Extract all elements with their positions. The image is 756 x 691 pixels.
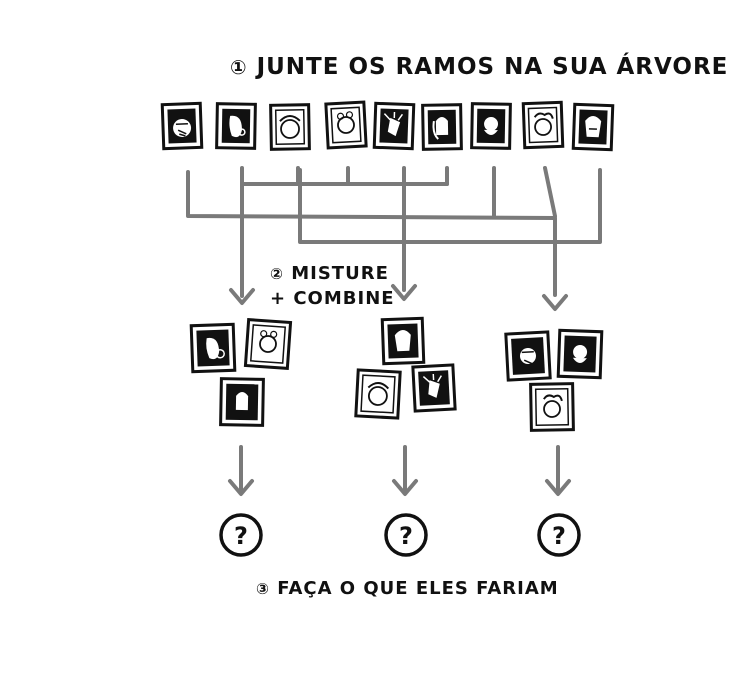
portrait-9 (571, 102, 615, 152)
combined-group-middle (354, 316, 457, 420)
group-middle-portrait-1 (380, 316, 426, 366)
result-circle-1: ? (219, 513, 263, 557)
step-2-line2: + COMBINE (270, 288, 395, 309)
branch-line-c (298, 168, 602, 244)
branch-line-a (186, 170, 557, 297)
portrait-7 (470, 102, 512, 150)
step-3-number: ③ (256, 580, 270, 598)
portrait-6 (421, 103, 463, 151)
step-3-text: FAÇA O QUE ELES FARIAM (277, 578, 559, 599)
result-question-mark-1: ? (234, 522, 248, 550)
result-question-mark-3: ? (552, 522, 566, 550)
left-arrowhead (229, 288, 255, 305)
combined-group-right (504, 328, 604, 432)
group-left-portrait-2 (243, 317, 293, 371)
middle-arrowhead (391, 284, 417, 301)
results-row: ? ? ? (219, 513, 581, 557)
result-question-mark-2: ? (399, 522, 413, 550)
result-circle-3: ? (537, 513, 581, 557)
portrait-3 (269, 103, 311, 151)
group-left-portrait-3 (219, 377, 265, 427)
portrait-2 (215, 102, 257, 150)
group-middle-portrait-2 (354, 368, 402, 420)
combined-group-left (189, 317, 293, 427)
step-1-heading: ① JUNTE OS RAMOS NA SUA ÁRVORE (230, 54, 728, 80)
result-circle-2: ? (384, 513, 428, 557)
group-left-portrait-1 (189, 322, 237, 374)
group-right-portrait-1 (504, 330, 552, 382)
down-arrow-middle (392, 445, 418, 496)
group-right-portrait-3 (529, 382, 575, 432)
step-2-line1: MISTURE (291, 263, 389, 284)
portrait-8 (521, 100, 565, 150)
ancestor-portraits-row (160, 100, 615, 152)
step-1-number: ① (230, 56, 248, 79)
down-arrow-right (545, 445, 571, 496)
step-1-text: JUNTE OS RAMOS NA SUA ÁRVORE (256, 54, 729, 80)
portrait-1 (160, 101, 204, 151)
branch-lines (186, 166, 602, 311)
step-3-heading: ③ FAÇA O QUE ELES FARIAM (256, 578, 559, 599)
group-right-portrait-2 (556, 328, 604, 380)
right-arrowhead (542, 294, 568, 311)
step-2-heading: ② MISTURE (270, 263, 389, 284)
group-middle-portrait-3 (411, 363, 457, 413)
down-arrow-left (228, 445, 254, 496)
portrait-5 (372, 101, 416, 151)
right-branch-8 (543, 166, 557, 218)
step-2-number: ② (270, 265, 284, 283)
portrait-4 (324, 100, 368, 150)
